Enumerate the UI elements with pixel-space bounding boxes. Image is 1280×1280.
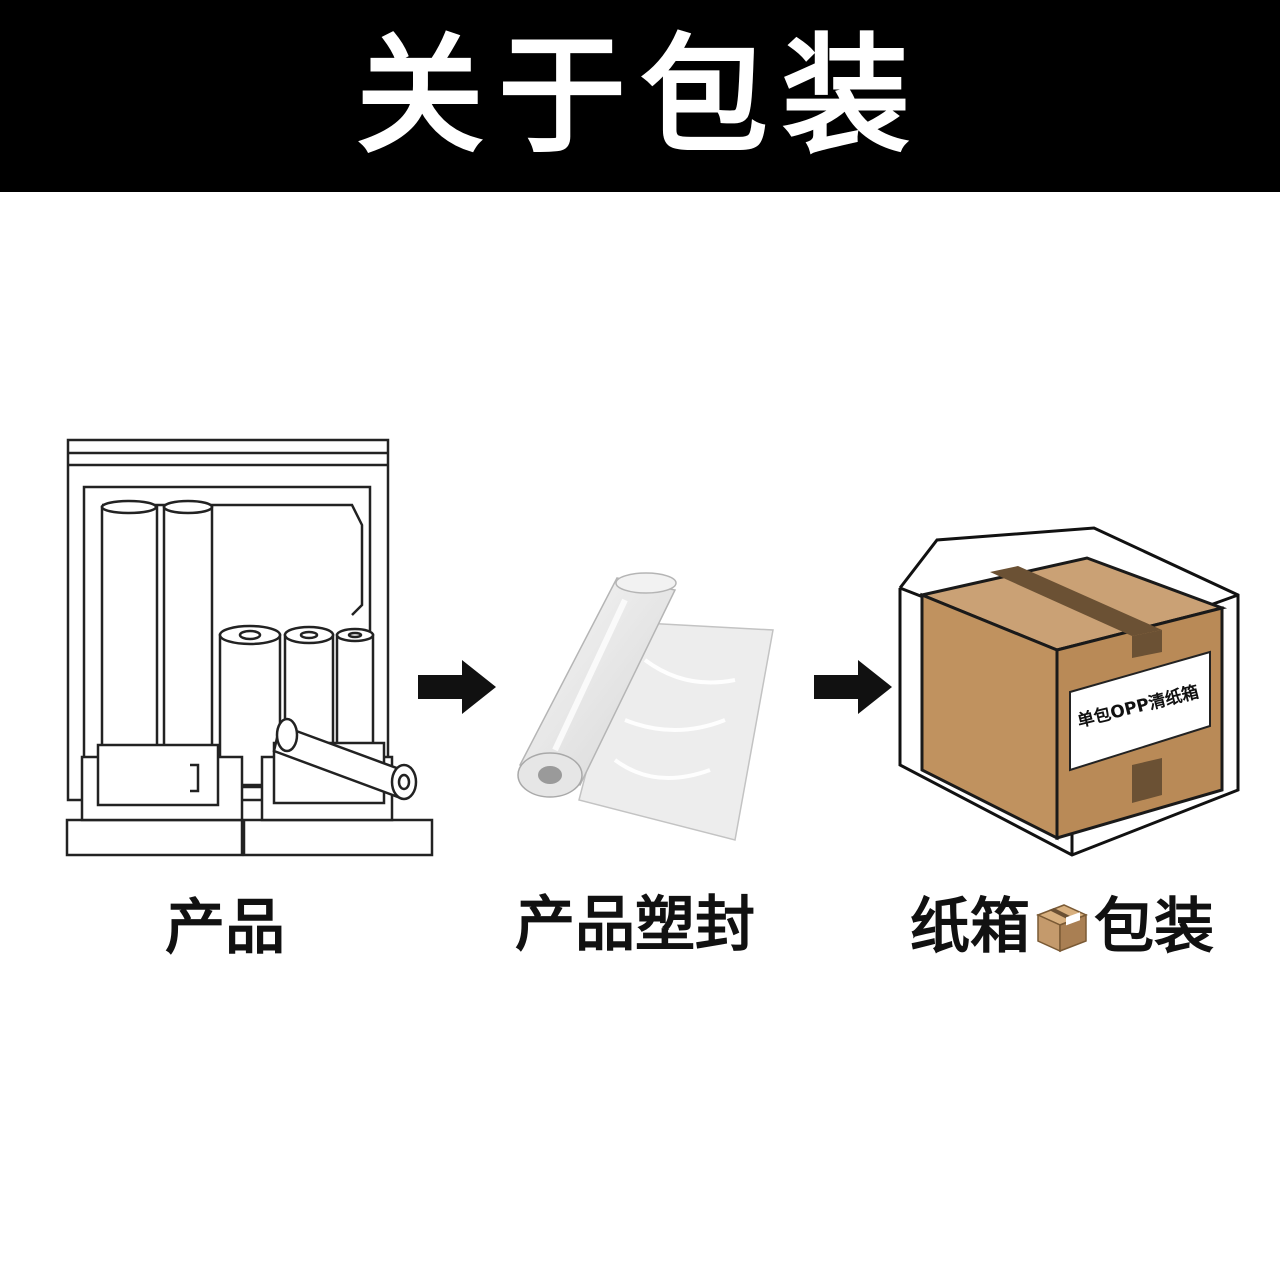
header-banner: 关于包装: [0, 0, 1280, 192]
product-rolls-illustration: [62, 435, 442, 860]
page-title: 关于包装: [356, 32, 924, 160]
right-arrow-icon: [418, 660, 498, 714]
package-icon: [1034, 899, 1090, 955]
step-label-shrink-wrap: 产品塑封: [515, 895, 755, 955]
right-arrow-icon: [814, 660, 894, 714]
step-label-product: 产品: [165, 898, 285, 958]
cardboard-box-illustration: 单包OPP清纸箱: [892, 520, 1247, 860]
step-label-text: 产品: [165, 898, 285, 958]
step-label-text-after: 包装: [1094, 897, 1214, 957]
step-label-text: 产品塑封: [515, 895, 755, 955]
shrink-wrapped-roll-illustration: [495, 560, 780, 850]
step-label-text-before: 纸箱: [910, 897, 1030, 957]
step-label-carton: 纸箱 包装: [910, 897, 1214, 957]
